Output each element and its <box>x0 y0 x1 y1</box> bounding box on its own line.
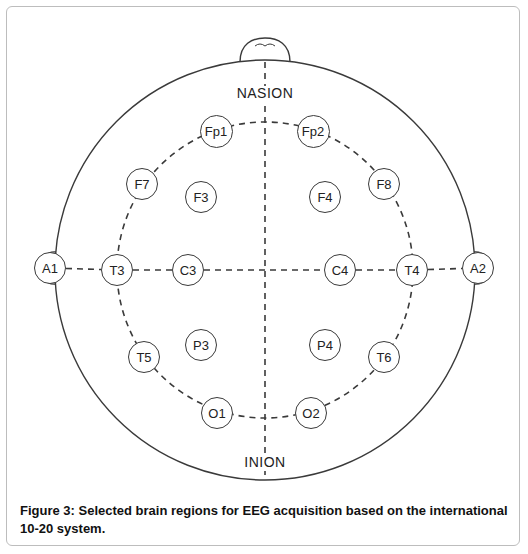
electrode-label: T4 <box>404 264 419 277</box>
electrode-label: P3 <box>193 339 209 352</box>
dashed-connector <box>204 269 324 271</box>
electrode-label: F4 <box>317 191 332 204</box>
electrode-label: T6 <box>376 351 391 364</box>
electrode-label: P4 <box>317 339 333 352</box>
dashed-connector <box>356 269 396 271</box>
electrode-circle: P3 <box>185 329 217 361</box>
electrode-label: F3 <box>193 191 208 204</box>
electrode-label: O2 <box>302 407 319 420</box>
electrode-label: A2 <box>470 262 486 275</box>
electrode-circle: T3 <box>101 254 133 286</box>
landmark-label: NASION <box>235 86 296 101</box>
figure-caption: Figure 3: Selected brain regions for EEG… <box>20 502 508 537</box>
dashed-connector <box>66 268 101 269</box>
dashed-connector <box>133 269 172 271</box>
electrode-label: F8 <box>376 178 391 191</box>
electrode-label: T3 <box>109 264 124 277</box>
electrode-circle: F8 <box>368 168 400 200</box>
dashed-connector <box>428 268 462 269</box>
electrode-label: C3 <box>180 264 197 277</box>
electrode-circle: T5 <box>128 341 160 373</box>
electrode-label: Fp2 <box>302 125 324 138</box>
electrode-circle: Fp2 <box>297 115 330 148</box>
electrode-circle: C4 <box>324 254 356 286</box>
electrode-circle: O1 <box>201 397 233 429</box>
electrode-label: Fp1 <box>205 125 227 138</box>
electrode-label: C4 <box>332 264 349 277</box>
landmark-label: INION <box>242 455 287 470</box>
nose <box>240 38 290 62</box>
electrode-label: F7 <box>134 178 149 191</box>
electrode-label: A1 <box>42 262 58 275</box>
electrode-circle: A2 <box>462 252 494 284</box>
electrode-label: T5 <box>136 351 151 364</box>
electrode-circle: F3 <box>185 181 217 213</box>
electrode-circle: T6 <box>368 341 400 373</box>
electrode-circle: A1 <box>34 252 66 284</box>
electrode-circle: F4 <box>309 181 341 213</box>
nose-detail <box>255 44 275 46</box>
electrode-circle: C3 <box>172 254 204 286</box>
head-outline <box>55 60 475 480</box>
electrode-circle: P4 <box>309 329 341 361</box>
electrode-circle: F7 <box>126 168 158 200</box>
electrode-circle: O2 <box>295 397 327 429</box>
electrode-circle: Fp1 <box>200 115 233 148</box>
electrode-label: O1 <box>208 407 225 420</box>
electrode-circle: T4 <box>396 254 428 286</box>
